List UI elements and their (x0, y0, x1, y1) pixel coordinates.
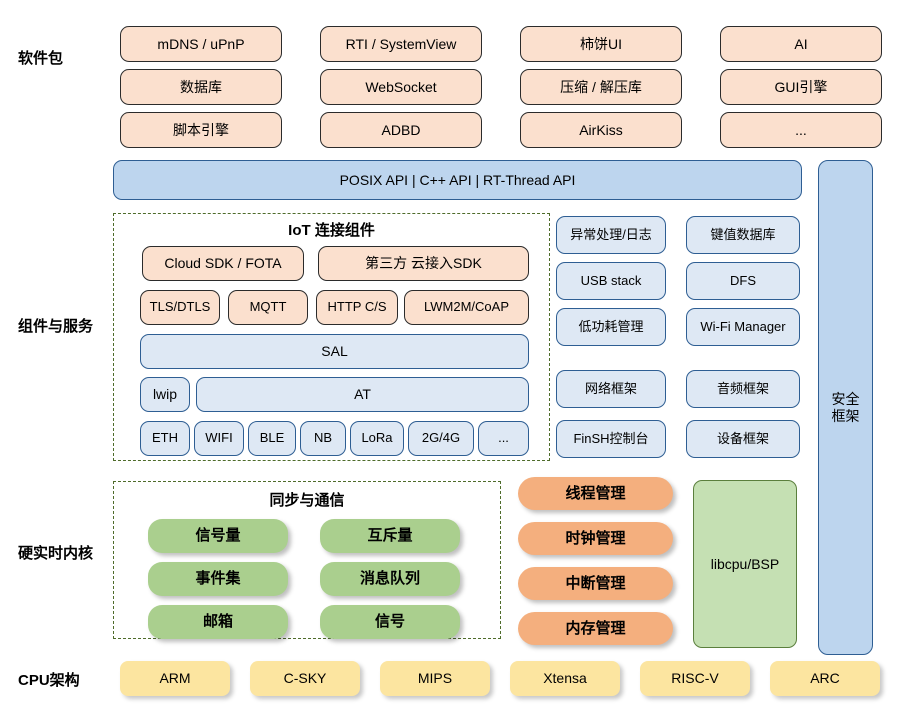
iot-link-box[interactable]: ... (478, 421, 529, 456)
kernel-group-title: 同步与通信 (269, 492, 345, 509)
iot-protocol-box[interactable]: MQTT (228, 290, 308, 325)
package-box[interactable]: AirKiss (520, 112, 682, 148)
kernel-manager-box[interactable]: 内存管理 (518, 612, 673, 645)
cpu-arch-box[interactable]: Xtensa (510, 661, 620, 696)
iot-cloud-box[interactable]: Cloud SDK / FOTA (142, 246, 304, 281)
kernel-sync-box[interactable]: 事件集 (148, 562, 288, 596)
package-box[interactable]: WebSocket (320, 69, 482, 105)
kernel-sync-box[interactable]: 邮箱 (148, 605, 288, 639)
cpu-arch-box[interactable]: ARM (120, 661, 230, 696)
package-box[interactable]: 柿饼UI (520, 26, 682, 62)
iot-protocol-box[interactable]: LWM2M/CoAP (404, 290, 529, 325)
package-box[interactable]: 数据库 (120, 69, 282, 105)
iot-group-frame (113, 213, 550, 461)
package-box[interactable]: 压缩 / 解压库 (520, 69, 682, 105)
security-framework-label-line1: 安全 (831, 391, 860, 408)
libcpu-bsp-box[interactable]: libcpu/BSP (693, 480, 797, 648)
cpu-arch-box[interactable]: MIPS (380, 661, 490, 696)
security-framework-bar[interactable]: 安全 框架 (818, 160, 873, 655)
iot-link-box[interactable]: LoRa (350, 421, 404, 456)
package-box[interactable]: ADBD (320, 112, 482, 148)
package-box[interactable]: GUI引擎 (720, 69, 882, 105)
kernel-sync-box[interactable]: 消息队列 (320, 562, 460, 596)
component-box[interactable]: 键值数据库 (686, 216, 800, 254)
iot-sal-box[interactable]: SAL (140, 334, 529, 369)
cpu-arch-box[interactable]: RISC-V (640, 661, 750, 696)
iot-protocol-box[interactable]: TLS/DTLS (140, 290, 220, 325)
iot-at-box[interactable]: AT (196, 377, 529, 412)
iot-link-box[interactable]: ETH (140, 421, 190, 456)
cpu-arch-box[interactable]: ARC (770, 661, 880, 696)
package-box[interactable]: 脚本引擎 (120, 112, 282, 148)
component-box[interactable]: 异常处理/日志 (556, 216, 666, 254)
kernel-sync-box[interactable]: 互斥量 (320, 519, 460, 553)
package-box[interactable]: mDNS / uPnP (120, 26, 282, 62)
iot-group-title: IoT 连接组件 (288, 222, 375, 239)
component-box[interactable]: 低功耗管理 (556, 308, 666, 346)
iot-cloud-box[interactable]: 第三方 云接入SDK (318, 246, 529, 281)
iot-link-box[interactable]: NB (300, 421, 346, 456)
kernel-group-frame (113, 481, 501, 639)
api-bar[interactable]: POSIX API | C++ API | RT-Thread API (113, 160, 802, 200)
kernel-sync-box[interactable]: 信号量 (148, 519, 288, 553)
row-label-components-services: 组件与服务 (18, 318, 94, 335)
package-box[interactable]: AI (720, 26, 882, 62)
kernel-manager-box[interactable]: 中断管理 (518, 567, 673, 600)
kernel-manager-box[interactable]: 线程管理 (518, 477, 673, 510)
component-box[interactable]: Wi-Fi Manager (686, 308, 800, 346)
kernel-sync-box[interactable]: 信号 (320, 605, 460, 639)
component-box[interactable]: 音频框架 (686, 370, 800, 408)
iot-link-box[interactable]: WIFI (194, 421, 244, 456)
component-box[interactable]: DFS (686, 262, 800, 300)
component-box[interactable]: USB stack (556, 262, 666, 300)
component-box[interactable]: 设备框架 (686, 420, 800, 458)
cpu-arch-box[interactable]: C-SKY (250, 661, 360, 696)
security-framework-label-line2: 框架 (831, 407, 860, 424)
iot-protocol-box[interactable]: HTTP C/S (316, 290, 398, 325)
kernel-manager-box[interactable]: 时钟管理 (518, 522, 673, 555)
package-box[interactable]: ... (720, 112, 882, 148)
row-label-cpu-architecture: CPU架构 (18, 672, 80, 689)
iot-link-box[interactable]: 2G/4G (408, 421, 474, 456)
iot-link-box[interactable]: BLE (248, 421, 296, 456)
iot-lwip-box[interactable]: lwip (140, 377, 190, 412)
component-box[interactable]: FinSH控制台 (556, 420, 666, 458)
row-label-software-packages: 软件包 (18, 50, 64, 67)
row-label-hard-realtime-kernel: 硬实时内核 (18, 545, 94, 562)
package-box[interactable]: RTI / SystemView (320, 26, 482, 62)
component-box[interactable]: 网络框架 (556, 370, 666, 408)
